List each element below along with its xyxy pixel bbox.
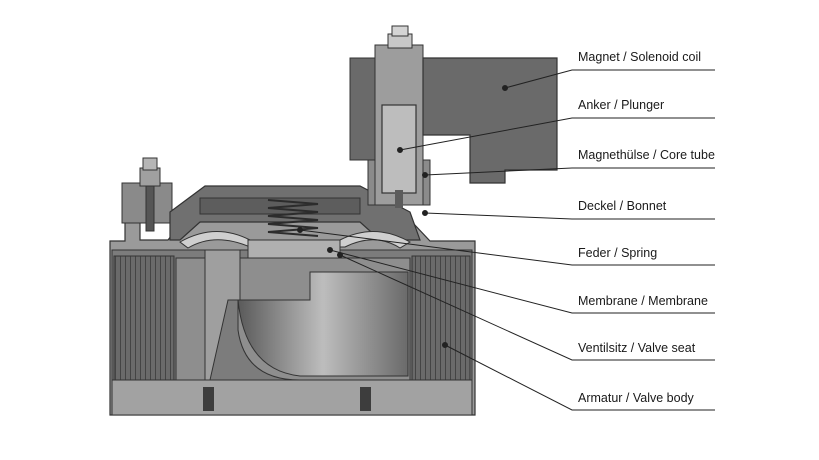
leader-bonnet bbox=[424, 212, 715, 220]
membrane bbox=[179, 231, 411, 259]
leader-seat bbox=[339, 254, 715, 361]
bottom-screw-left bbox=[203, 387, 214, 411]
leader-body bbox=[444, 344, 715, 411]
manual-override-screw bbox=[121, 157, 173, 232]
solenoid-coil bbox=[349, 57, 558, 184]
label-valve-body: Armatur / Valve body bbox=[578, 391, 694, 405]
label-core-tube: Magnethülse / Core tube bbox=[578, 148, 715, 162]
label-bonnet: Deckel / Bonnet bbox=[578, 199, 667, 213]
label-solenoid-coil: Magnet / Solenoid coil bbox=[578, 50, 701, 64]
label-spring: Feder / Spring bbox=[578, 246, 658, 260]
plunger bbox=[381, 104, 417, 208]
leader-membrane bbox=[329, 249, 715, 314]
label-membrane: Membrane / Membrane bbox=[578, 294, 708, 308]
inlet-thread bbox=[113, 255, 175, 382]
leader-coretube bbox=[424, 167, 715, 176]
outlet-thread bbox=[411, 255, 471, 382]
valve-body bbox=[109, 184, 476, 416]
label-plunger: Anker / Plunger bbox=[578, 98, 665, 112]
leader-spring bbox=[299, 229, 715, 266]
bottom-screw-right bbox=[360, 387, 371, 411]
spring bbox=[267, 199, 319, 237]
leader-plunger bbox=[399, 117, 715, 151]
leader-solenoid bbox=[504, 69, 715, 89]
leader-lines bbox=[297, 69, 715, 411]
label-valve-seat: Ventilsitz / Valve seat bbox=[578, 341, 696, 355]
